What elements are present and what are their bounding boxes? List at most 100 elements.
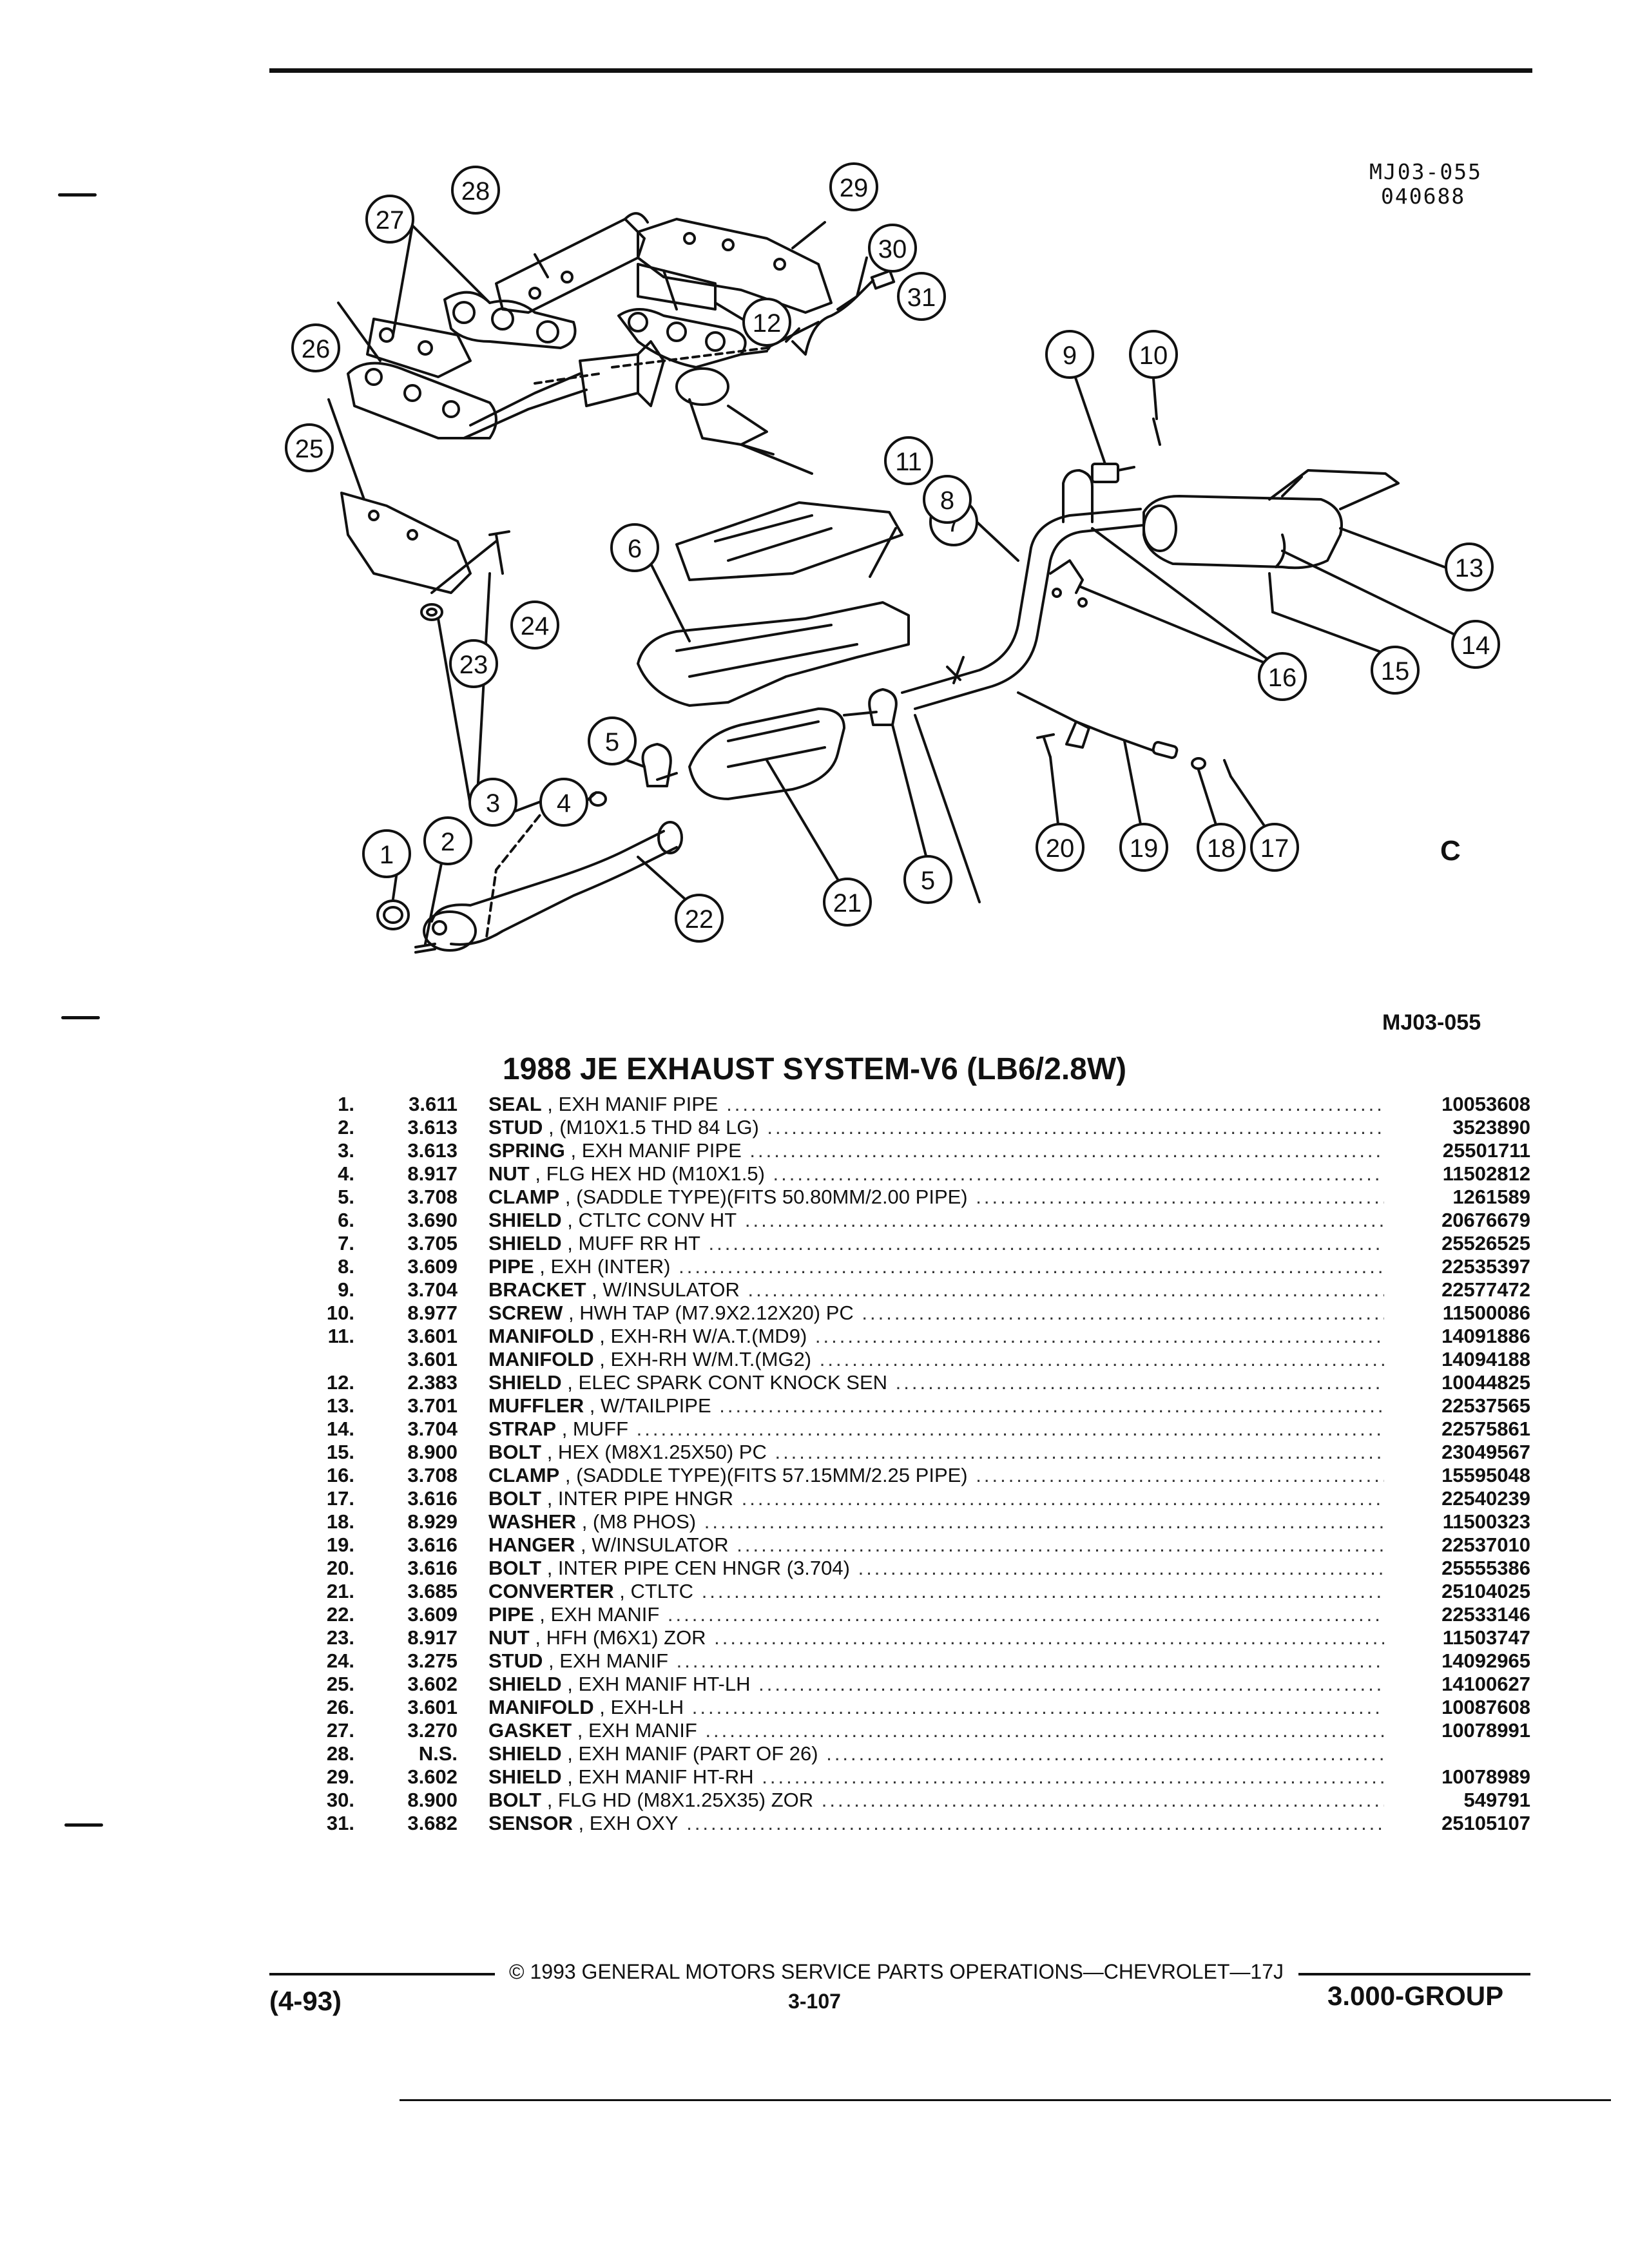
part-group: 3.682: [407, 1812, 458, 1834]
part-number: 11.: [327, 1325, 354, 1347]
part-name: SHIELD: [488, 1209, 562, 1231]
part-detail: CTLTC: [630, 1580, 694, 1602]
part-group: 3.275: [407, 1649, 458, 1672]
part-catalog-number: 25555386: [1441, 1557, 1530, 1579]
leader-dots: ........................................…: [741, 1487, 1384, 1510]
part-name: CONVERTER: [488, 1580, 614, 1602]
part-catalog-number: 25526525: [1441, 1232, 1530, 1254]
part-description: BOLT , INTER PIPE CEN HNGR (3.704) .....…: [488, 1557, 1384, 1580]
part-catalog-number: 22577472: [1441, 1278, 1530, 1301]
part-detail-sep: ,: [586, 1278, 603, 1301]
part-number: 9.: [338, 1278, 354, 1301]
part-detail-sep: ,: [541, 1487, 558, 1510]
part-detail-sep: ,: [541, 1557, 558, 1579]
part-number: 14.: [326, 1418, 354, 1440]
part-25-shield: [340, 492, 472, 594]
callout-17: 17: [1250, 823, 1299, 872]
leader-dots: ........................................…: [719, 1394, 1384, 1417]
part-catalog-number: 22540239: [1441, 1487, 1530, 1510]
part-catalog-number: 11500086: [1442, 1302, 1530, 1324]
callout-label: 22: [685, 905, 714, 934]
leader-dots: ........................................…: [976, 1186, 1384, 1208]
part-catalog-number: 549791: [1463, 1789, 1530, 1811]
part-group: 8.929: [407, 1510, 458, 1533]
part-6-shield: [637, 601, 910, 707]
part-detail: (M10X1.5 THD 84 LG): [559, 1116, 759, 1139]
part-number: 16.: [326, 1464, 354, 1486]
part-description: STUD , (M10X1.5 THD 84 LG) .............…: [488, 1116, 1384, 1139]
part-number: 29.: [326, 1765, 354, 1788]
part-description: BOLT , HEX (M8X1.25X50) PC .............…: [488, 1441, 1384, 1464]
part-catalog-number: 10078989: [1441, 1765, 1530, 1788]
part-group: 3.701: [407, 1394, 458, 1417]
callout-label: 17: [1260, 834, 1289, 863]
leader-line: [327, 398, 365, 501]
footer-date: (4-93): [269, 1986, 342, 2016]
part-9-bracket: [1091, 463, 1135, 483]
part-description: SPRING , EXH MANIF PIPE ................…: [488, 1139, 1384, 1162]
part-catalog-number: 23049567: [1441, 1441, 1530, 1463]
callout-label: 5: [605, 728, 619, 756]
part-detail-sep: ,: [593, 1696, 611, 1718]
callout-label: 27: [376, 206, 405, 235]
part-name: CLAMP: [488, 1464, 560, 1486]
part-description: HANGER , W/INSULATOR ...................…: [488, 1533, 1384, 1557]
part-row: 28.N.S.SHIELD , EXH MANIF (PART OF 26) .…: [0, 1742, 1629, 1765]
callout-19: 19: [1119, 823, 1168, 872]
leader-line: [534, 253, 549, 278]
leader-line: [392, 224, 414, 336]
callout-label: 21: [833, 889, 862, 918]
leader-dots: ........................................…: [705, 1719, 1384, 1742]
leader-dots: ........................................…: [686, 1812, 1384, 1834]
part-name: GASKET: [488, 1719, 572, 1742]
callout-3: 3: [468, 778, 517, 827]
part-number: 20.: [326, 1557, 354, 1579]
part-1-seal: [376, 899, 410, 930]
callout-label: 24: [521, 612, 550, 640]
leader-dots: ........................................…: [714, 1626, 1384, 1649]
part-detail: (SADDLE TYPE)(FITS 57.15MM/2.25 PIPE): [576, 1464, 968, 1486]
part-number: 1.: [338, 1093, 354, 1115]
part-catalog-number: 20676679: [1441, 1209, 1530, 1231]
leader-dashed: [611, 347, 768, 369]
part-description: WASHER , (M8 PHOS) .....................…: [488, 1510, 1384, 1533]
part-13-muffler: [1142, 469, 1400, 570]
part-detail: EXH OXY: [589, 1812, 679, 1834]
part-name: MANIFOLD: [488, 1325, 594, 1347]
leader-line: [1271, 611, 1396, 658]
callout-18: 18: [1197, 823, 1246, 872]
part-group: 3.602: [407, 1673, 458, 1695]
part-17-bolt: [1223, 759, 1232, 778]
part-detail: W/TAILPIPE: [600, 1394, 711, 1417]
footer-rule-left: [269, 1973, 495, 1975]
part-description: BOLT , FLG HD (M8X1.25X35) ZOR .........…: [488, 1789, 1384, 1812]
leader-line: [766, 759, 849, 897]
part-catalog-number: 22537010: [1441, 1533, 1530, 1556]
leader-dots: ........................................…: [858, 1557, 1384, 1579]
callout-label: 12: [753, 309, 782, 338]
leader-line: [791, 221, 826, 249]
callout-label: 11: [895, 448, 922, 476]
leader-dots: ........................................…: [815, 1325, 1384, 1347]
callout-8: 8: [923, 475, 972, 524]
part-name: CLAMP: [488, 1186, 560, 1208]
callout-label: 13: [1455, 554, 1484, 582]
part-group: 3.602: [407, 1765, 458, 1788]
part-detail-sep: ,: [561, 1742, 579, 1765]
callout-label: 18: [1207, 834, 1236, 863]
part-number: 3.: [338, 1139, 354, 1162]
part-24-stud: [488, 530, 510, 575]
part-detail-sep: ,: [529, 1626, 546, 1649]
diagram-date-code: 040688: [1381, 184, 1466, 209]
part-detail: EXH MANIF HT-RH: [578, 1765, 754, 1788]
part-name: SEAL: [488, 1093, 542, 1115]
part-group: 8.917: [407, 1626, 458, 1649]
leader-dots: ........................................…: [708, 1232, 1384, 1254]
